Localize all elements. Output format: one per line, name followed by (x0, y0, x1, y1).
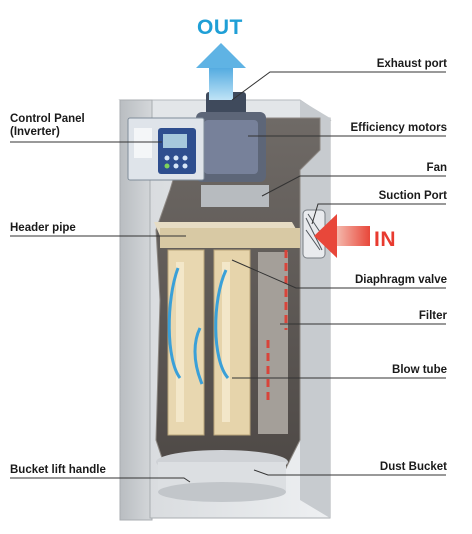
label-control-panel-line1: Control Panel (10, 113, 85, 125)
out-label: OUT (197, 16, 243, 39)
leader-exhaust-port (231, 71, 446, 101)
out-arrow (196, 43, 246, 100)
control-panel (127, 117, 205, 181)
leader-suction-port (311, 203, 446, 225)
label-filter: Filter (418, 310, 447, 322)
clean-airflow-arrows (167, 267, 230, 385)
label-header-pipe: Header pipe (10, 222, 76, 234)
leader-bucket-lift-handle (10, 477, 191, 483)
leader-lines (10, 71, 446, 483)
label-exhaust-port: Exhaust port (376, 58, 447, 70)
leader-diaphragm-valve (231, 259, 446, 289)
label-dust-bucket: Dust Bucket (379, 461, 447, 473)
in-label: IN (374, 228, 396, 251)
filter-cartridges (167, 249, 288, 436)
label-suction-port: Suction Port (378, 190, 447, 202)
leader-fan (261, 175, 446, 197)
label-control-panel-line2: (Inverter) (10, 126, 60, 138)
label-blow-tube: Blow tube (392, 364, 447, 376)
label-bucket-lift-handle: Bucket lift handle (10, 464, 106, 476)
dust-bucket (156, 450, 288, 502)
dirty-airflow-arrows (266, 250, 288, 400)
label-fan: Fan (426, 162, 447, 174)
label-control-panel: Control Panel (Inverter) (10, 113, 85, 139)
header-pipe (154, 222, 300, 248)
fan-motor-assembly (196, 92, 269, 207)
leader-dust-bucket (253, 469, 446, 476)
label-efficiency-motors: Efficiency motors (350, 122, 448, 134)
in-arrow (314, 214, 370, 258)
label-diaphragm-valve: Diaphragm valve (354, 274, 447, 286)
